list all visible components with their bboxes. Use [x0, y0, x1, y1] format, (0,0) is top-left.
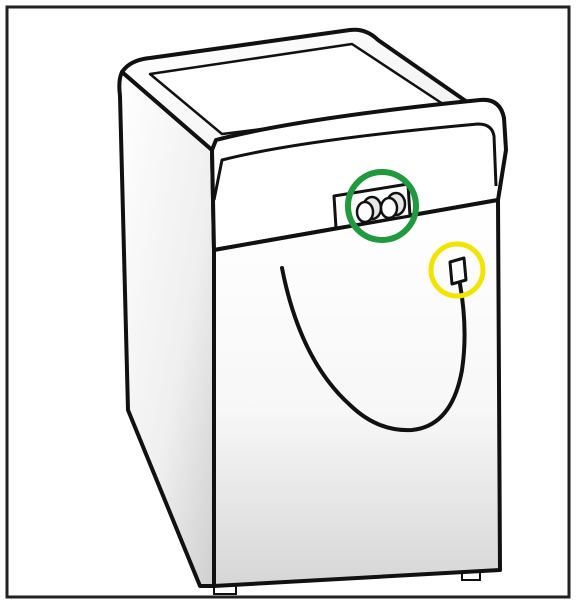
inlet-valve-cold-cap: [381, 198, 397, 218]
power-cord-outlet: [450, 258, 466, 284]
inlet-valve-hot-cap: [357, 202, 373, 222]
